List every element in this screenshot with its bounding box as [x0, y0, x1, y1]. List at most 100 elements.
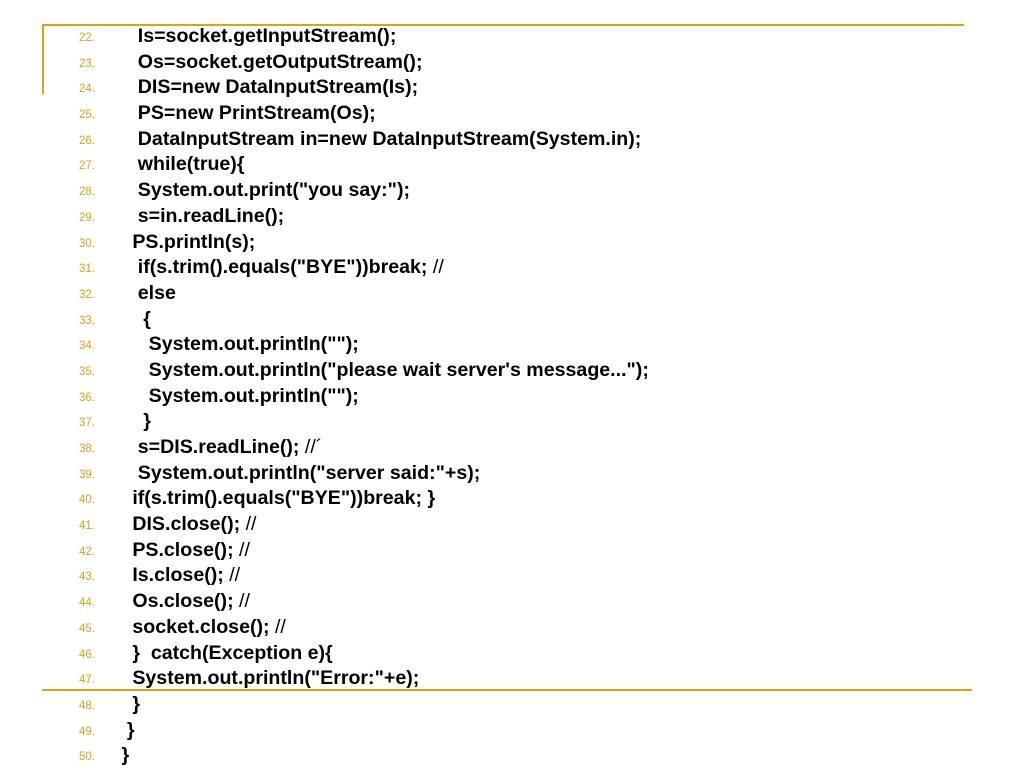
line-number: 22.	[79, 32, 95, 44]
line-number: 46.	[79, 648, 95, 661]
code-text: Is.close(); //	[116, 563, 240, 588]
line-number: 26.	[79, 134, 95, 147]
code-statement: Is=socket.getInputStream();	[116, 25, 397, 47]
line-number: 50.	[79, 751, 95, 764]
code-line: 30. PS.println(s);	[0, 230, 1024, 256]
line-number: 43.	[79, 571, 95, 584]
line-number: 33.	[79, 314, 95, 327]
code-statement: PS=new PrintStream(Os);	[116, 102, 376, 125]
code-text: while(true){	[116, 152, 245, 177]
code-line: 27. while(true){	[0, 152, 1024, 178]
code-statement: DIS=new DataInputStream(Is);	[116, 76, 419, 99]
code-statement: System.out.println("please wait server's…	[116, 358, 649, 381]
code-text: }	[116, 409, 151, 434]
line-number: 44.	[79, 597, 95, 610]
code-statement: } catch(Exception e){	[116, 641, 333, 664]
code-text: System.out.println("");	[116, 384, 359, 409]
line-number: 49.	[79, 725, 95, 738]
code-text: DIS=new DataInputStream(Is);	[116, 75, 418, 100]
code-line: 50. }	[0, 743, 1024, 769]
code-comment: //	[233, 538, 250, 561]
code-line: 32. else	[0, 281, 1024, 307]
code-statement: while(true){	[116, 153, 245, 176]
code-statement: }	[116, 692, 140, 715]
code-line: 43. Is.close(); //	[0, 563, 1024, 589]
code-line: 26. DataInputStream in=new DataInputStre…	[0, 127, 1024, 153]
code-statement: if(s.trim().equals("BYE"))break; }	[116, 487, 436, 510]
code-text: } catch(Exception e){	[116, 641, 333, 666]
code-text: PS=new PrintStream(Os);	[116, 101, 376, 126]
line-number: 47.	[79, 674, 95, 687]
code-line: 24. DIS=new DataInputStream(Is);	[0, 75, 1024, 101]
code-comment: //	[233, 590, 250, 613]
code-statement: }	[116, 744, 130, 767]
code-text: Is=socket.getInputStream();	[116, 24, 397, 49]
line-number: 28.	[79, 186, 95, 199]
code-text: }	[116, 718, 135, 743]
line-number: 37.	[79, 417, 95, 430]
code-text: if(s.trim().equals("BYE"))break; //	[116, 255, 444, 280]
code-listing: 22. Is=socket.getInputStream(); 23. Os=so…	[0, 24, 1024, 769]
line-number: 29.	[79, 211, 95, 224]
code-text: s=in.readLine();	[116, 204, 284, 229]
code-statement: Os=socket.getOutputStream();	[116, 50, 423, 73]
line-number: 31.	[79, 263, 95, 276]
code-line: 49. }	[0, 718, 1024, 744]
code-comment: //	[269, 615, 286, 638]
code-statement: System.out.print("you say:");	[116, 179, 411, 202]
code-statement: DIS.close();	[116, 513, 241, 536]
code-text: }	[116, 743, 129, 768]
line-number: 42.	[79, 545, 95, 558]
line-number: 23.	[79, 57, 95, 70]
code-line: 47. System.out.println("Error:"+e);	[0, 666, 1024, 692]
code-comment: //	[223, 564, 241, 587]
line-number: 25.	[79, 109, 95, 122]
code-text: System.out.println("Error:"+e);	[116, 666, 419, 691]
line-number: 30.	[79, 237, 95, 250]
line-number: 39.	[79, 468, 95, 481]
code-line: 35. System.out.println("please wait serv…	[0, 358, 1024, 384]
code-line: 33. {	[0, 307, 1024, 333]
line-number: 41.	[79, 520, 95, 533]
code-line: 38. s=DIS.readLine(); //´	[0, 435, 1024, 461]
line-number: 45.	[79, 622, 95, 635]
code-statement: System.out.println("server said:"+s);	[116, 461, 481, 484]
line-number: 34.	[79, 340, 95, 353]
code-comment: //´	[299, 436, 323, 458]
code-text: DIS.close(); //	[116, 512, 256, 537]
code-statement: System.out.println("Error:"+e);	[116, 667, 420, 690]
code-text: Os.close(); //	[116, 589, 250, 614]
code-line: 37. }	[0, 409, 1024, 435]
code-comment: //	[427, 256, 444, 279]
code-statement: PS.close();	[116, 538, 234, 561]
code-statement: s=in.readLine();	[116, 204, 285, 227]
line-number: 35.	[79, 365, 95, 378]
code-text: PS.println(s);	[116, 230, 255, 255]
code-text: System.out.println("");	[116, 332, 359, 357]
code-comment: //	[240, 513, 257, 536]
code-text: }	[116, 692, 140, 717]
code-statement: }	[116, 410, 151, 433]
code-statement: PS.println(s);	[116, 230, 256, 253]
code-line: 48. }	[0, 692, 1024, 718]
code-statement: else	[116, 281, 176, 304]
code-line: 36. System.out.println("");	[0, 384, 1024, 410]
code-line: 22. Is=socket.getInputStream();	[0, 24, 1024, 50]
code-statement: s=DIS.readLine();	[116, 436, 300, 458]
code-line: 45. socket.close(); //	[0, 615, 1024, 641]
code-line: 44. Os.close(); //	[0, 589, 1024, 615]
bottom-accent-rule	[42, 689, 972, 691]
code-text: DataInputStream in=new DataInputStream(S…	[116, 127, 642, 152]
code-text: {	[116, 307, 151, 332]
code-line: 34. System.out.println("");	[0, 332, 1024, 358]
code-text: socket.close(); //	[116, 615, 286, 640]
code-text: s=DIS.readLine(); //´	[116, 435, 323, 460]
code-statement: socket.close();	[116, 615, 270, 638]
code-line: 29. s=in.readLine();	[0, 204, 1024, 230]
line-number: 40.	[79, 494, 95, 507]
code-text: System.out.print("you say:");	[116, 178, 410, 203]
line-number: 24.	[79, 83, 95, 96]
code-text: System.out.println("server said:"+s);	[116, 461, 481, 486]
code-line: 39. System.out.println("server said:"+s)…	[0, 461, 1024, 487]
code-statement: {	[116, 307, 151, 330]
